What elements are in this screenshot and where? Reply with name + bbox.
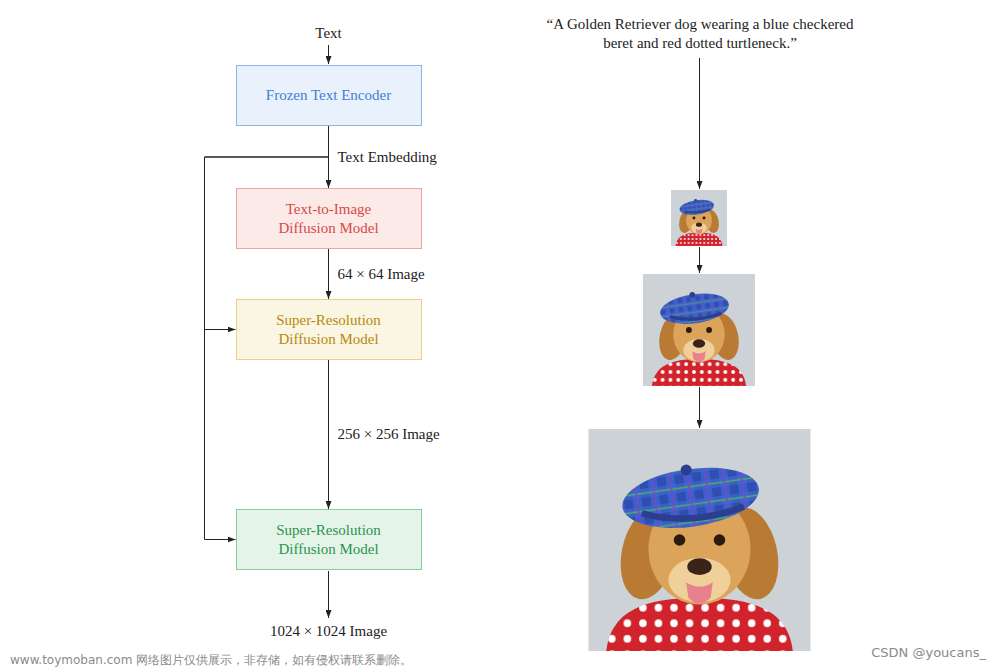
output-label: 1024 × 1024 Image: [270, 622, 387, 641]
upscale-arrow: [699, 387, 700, 428]
edge-label: Text Embedding: [336, 148, 439, 167]
edge-label: 256 × 256 Image: [336, 425, 442, 444]
super-resolution-box: Super-Resolution Diffusion Model: [236, 299, 422, 360]
watermark: CSDN @youcans_: [871, 645, 986, 661]
box-label: Super-Resolution Diffusion Model: [266, 521, 391, 559]
box-label: Frozen Text Encoder: [266, 86, 391, 105]
super-resolution-box: Super-Resolution Diffusion Model: [236, 509, 422, 570]
input-label: Text: [315, 24, 341, 43]
prompt-text: “A Golden Retriever dog wearing a blue c…: [530, 15, 870, 53]
diffusion-box: Text-to-Image Diffusion Model: [236, 188, 422, 249]
prompt-arrow: [699, 58, 700, 189]
dog-image-256: [643, 274, 755, 386]
upscale-arrow: [699, 247, 700, 273]
connector-arrow: [328, 360, 329, 509]
input-arrow: [328, 45, 329, 64]
box-label: Text-to-Image Diffusion Model: [266, 200, 391, 238]
edge-label: 64 × 64 Image: [336, 265, 427, 284]
box-label: Super-Resolution Diffusion Model: [266, 311, 391, 349]
connector-arrow: [328, 126, 329, 188]
encoder-box: Frozen Text Encoder: [236, 65, 422, 126]
watermark: www.toymoban.com 网络图片仅供展示，非存储，如有侵权请联系删除。: [10, 653, 412, 668]
output-arrow: [328, 571, 329, 618]
dog-image-64: [671, 190, 727, 246]
dog-image-1024: [589, 429, 811, 651]
connector-arrow: [328, 249, 329, 299]
